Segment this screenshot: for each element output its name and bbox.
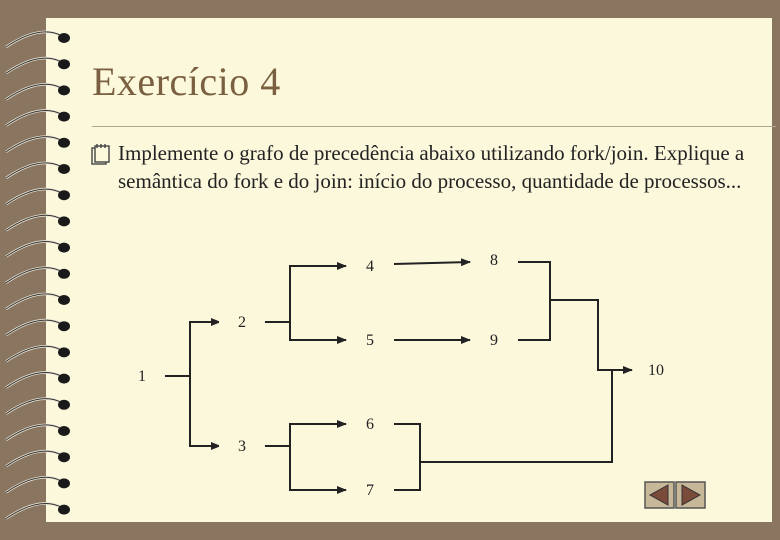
graph-node-2: 2 [219, 299, 265, 345]
node-label: 5 [366, 332, 374, 349]
graph-edge [290, 446, 346, 490]
graph-edge [394, 370, 612, 462]
node-label: 8 [490, 252, 498, 269]
graph-node-4: 4 [347, 243, 393, 289]
graph-node-10: 10 [633, 347, 679, 393]
graph-edge [190, 376, 220, 446]
graph-node-8: 8 [471, 237, 517, 283]
node-label: 10 [648, 362, 664, 379]
graph-node-1: 1 [119, 353, 165, 399]
node-label: 2 [238, 314, 246, 331]
node-label: 9 [490, 332, 498, 349]
graph-node-3: 3 [219, 423, 265, 469]
graph-edge [394, 462, 420, 490]
graph-edge [290, 322, 346, 340]
node-label: 3 [238, 438, 246, 455]
graph-edge [264, 424, 346, 446]
node-label: 1 [138, 368, 146, 385]
node-label: 4 [366, 258, 374, 275]
graph-edge [518, 300, 550, 340]
graph-edge [518, 262, 632, 370]
graph-node-6: 6 [347, 401, 393, 447]
graph-node-7: 7 [347, 467, 393, 513]
graph-edge [394, 262, 470, 264]
graph-node-9: 9 [471, 317, 517, 363]
node-label: 7 [366, 482, 374, 499]
graph-edge [264, 266, 346, 322]
slide-navigation [644, 481, 706, 509]
next-slide-icon[interactable] [676, 482, 705, 508]
node-label: 6 [366, 416, 374, 433]
previous-slide-icon[interactable] [645, 482, 674, 508]
graph-node-5: 5 [347, 317, 393, 363]
